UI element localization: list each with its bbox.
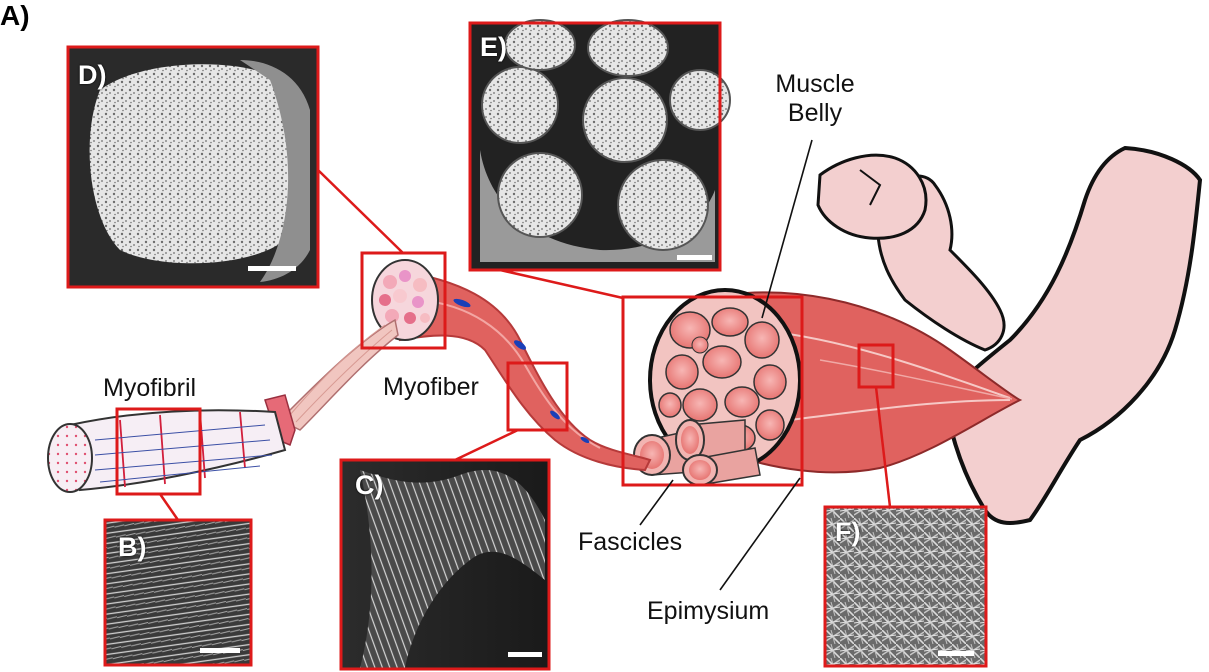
sem-panel-f	[823, 505, 988, 668]
fascicle-cylinders	[633, 419, 761, 486]
sem-panel-e	[468, 19, 731, 272]
zoom-boxes	[115, 251, 895, 496]
sem-panel-c	[339, 458, 551, 671]
myofiber-cross-section	[371, 259, 439, 341]
panel-label-e: E)	[480, 32, 507, 62]
myofiber-strand	[393, 268, 652, 472]
label-myofibril: Myofibril	[103, 374, 197, 402]
panel-label-d: D)	[78, 60, 107, 90]
scale-bar-c	[508, 652, 542, 657]
label-myofiber: Myofiber	[383, 373, 479, 401]
panel-label-c: C)	[355, 470, 384, 500]
fascicle-cells	[658, 307, 787, 452]
zoom-box-muscle-section	[621, 295, 804, 487]
scale-bar-d	[248, 266, 296, 271]
scale-bar-b	[200, 648, 240, 653]
label-muscle-belly-line1: Muscle	[775, 70, 855, 98]
sem-panel-b	[103, 518, 253, 667]
panel-label-b: B)	[118, 532, 147, 562]
fist	[816, 153, 928, 240]
arm-illustration	[816, 145, 1203, 525]
label-fascicles: Fascicles	[578, 528, 683, 556]
sem-panel-d	[66, 45, 320, 289]
figure-label: A)	[0, 0, 30, 31]
scale-bar-e	[677, 255, 712, 260]
scale-bar-f	[938, 651, 974, 656]
label-muscle-belly-line2: Belly	[787, 99, 843, 127]
myofibril-bundle	[278, 318, 399, 431]
arm-upper	[942, 145, 1203, 525]
label-epimysium: Epimysium	[647, 597, 770, 625]
myofibril	[47, 409, 287, 493]
zoom-box-myofiber-section	[360, 251, 447, 350]
zoom-box-myofibril	[115, 407, 202, 496]
zoom-box-myofiber	[506, 361, 569, 432]
panel-label-f: F)	[835, 517, 861, 547]
label-muscle-belly: Muscle Belly	[760, 70, 870, 128]
pointer-lines	[639, 139, 813, 591]
connector-lines	[158, 169, 892, 521]
